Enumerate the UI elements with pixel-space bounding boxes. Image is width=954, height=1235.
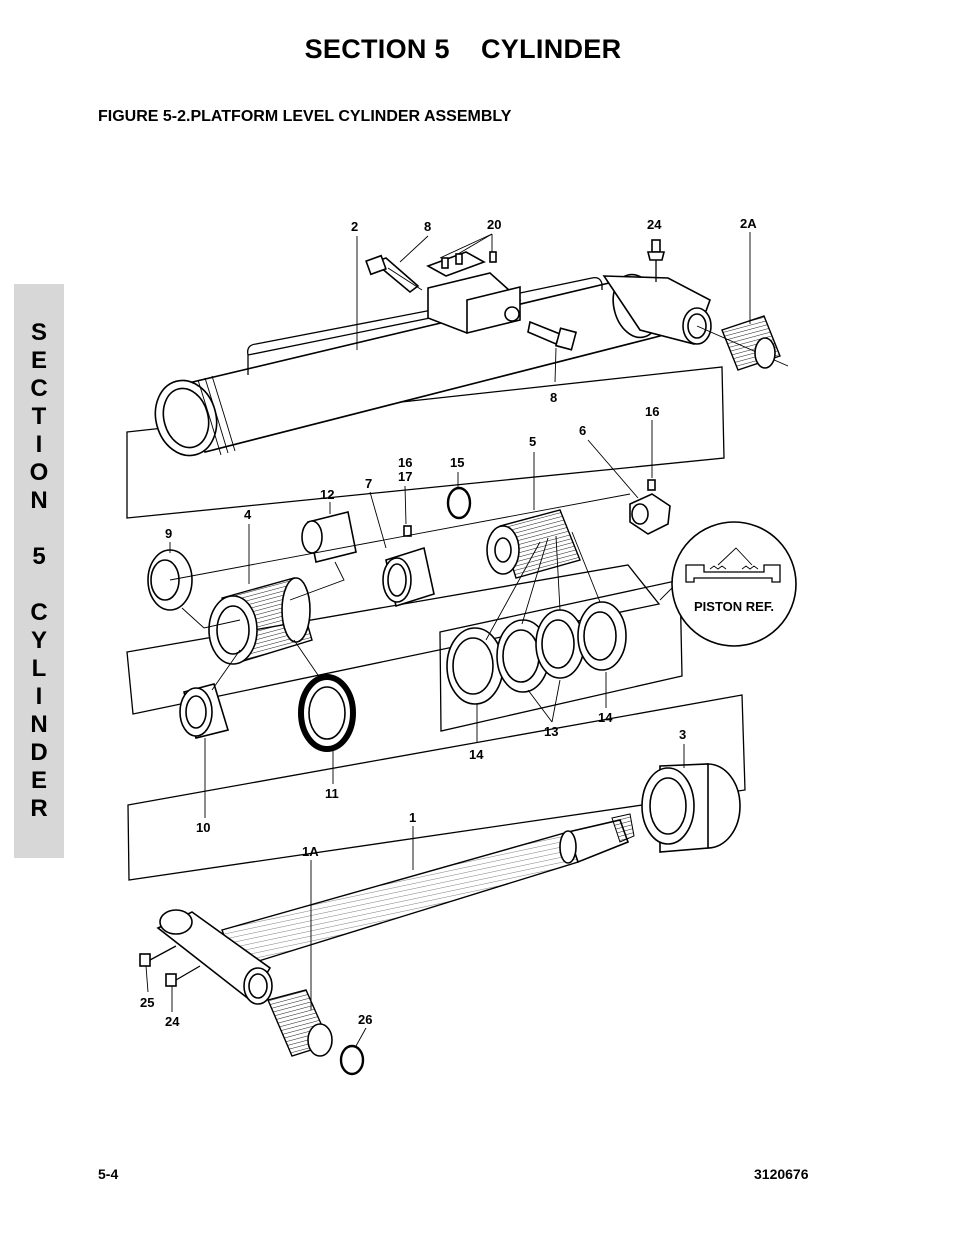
rod-end-eye xyxy=(156,909,273,1005)
callout-1a: 1A xyxy=(302,844,319,859)
callout-4: 4 xyxy=(244,507,252,522)
callout-24-bottom: 24 xyxy=(165,1014,180,1029)
figure-title: FIGURE 5-2.PLATFORM LEVEL CYLINDER ASSEM… xyxy=(98,108,512,125)
spacer-7 xyxy=(382,525,435,608)
document-number: 3120676 xyxy=(754,1166,809,1182)
piston-seal-rings xyxy=(446,601,627,705)
callout-13: 13 xyxy=(544,724,558,739)
side-tab-letter: N xyxy=(30,711,48,738)
side-tab-letter: 5 xyxy=(32,543,46,570)
callout-15: 15 xyxy=(450,455,464,470)
callout-10: 10 xyxy=(196,820,210,835)
o-ring-15 xyxy=(446,486,472,520)
side-tab-letter: D xyxy=(30,739,48,766)
side-tab-letter: E xyxy=(30,767,47,794)
piston xyxy=(208,577,313,665)
section-side-tab: S E C T I O N 5 C Y L I N D E R xyxy=(14,284,64,858)
side-tab-letter: C xyxy=(30,599,48,626)
bushing-1a xyxy=(267,989,333,1057)
barrel-end-eye xyxy=(602,275,789,367)
side-tab-letter: T xyxy=(31,403,47,430)
callout-9: 9 xyxy=(165,526,172,541)
callout-7: 7 xyxy=(365,476,372,491)
side-tab-letter: O xyxy=(29,459,49,486)
callout-2: 2 xyxy=(351,219,358,234)
piston-group-frame-left xyxy=(126,564,661,715)
callout-16-left: 16 xyxy=(398,455,412,470)
cylinder-barrel xyxy=(154,272,662,457)
callout-25: 25 xyxy=(140,995,154,1010)
rod-guide-3 xyxy=(641,763,741,853)
mounting-bracket xyxy=(426,251,497,277)
o-ring-26 xyxy=(339,1044,365,1076)
side-tab-letter: I xyxy=(35,431,43,458)
callout-20: 20 xyxy=(487,217,501,232)
side-tab-letter: L xyxy=(31,655,47,682)
piston-seal-group-frame xyxy=(439,579,683,732)
callout-14-left: 14 xyxy=(469,747,484,762)
callout-labels: 2 8 20 24 2A 8 16 6 5 15 16 17 7 12 4 9 … xyxy=(140,216,757,1029)
callout-16-right: 16 xyxy=(645,404,659,419)
piston-reference-detail: PISTON REF. xyxy=(659,521,797,647)
piston-5 xyxy=(486,509,581,579)
callout-12: 12 xyxy=(320,487,334,502)
side-tab-letter: S xyxy=(30,319,47,346)
side-tab-letter: N xyxy=(30,487,48,514)
piston-rod xyxy=(221,813,635,969)
callout-8-top: 8 xyxy=(424,219,431,234)
side-tab-letter: I xyxy=(35,683,43,710)
fittings-25-24 xyxy=(139,945,201,987)
rod-group-frame xyxy=(127,694,746,881)
side-tab-letter: Y xyxy=(30,627,47,654)
grease-fitting-top xyxy=(646,239,666,282)
callout-17: 17 xyxy=(398,469,412,484)
lock-nut-6 xyxy=(629,479,671,535)
bushing-2a xyxy=(721,315,781,371)
callout-6: 6 xyxy=(579,423,586,438)
callout-11: 11 xyxy=(325,786,339,801)
callout-1: 1 xyxy=(409,810,416,825)
callout-3: 3 xyxy=(679,727,686,742)
bleeder-valve-side xyxy=(527,320,578,351)
side-tab-letter: C xyxy=(30,375,48,402)
leader-lines xyxy=(145,232,751,1047)
page-number: 5-4 xyxy=(98,1166,119,1182)
piston-ref-label: PISTON REF. xyxy=(694,599,774,614)
bleeder-valve-top xyxy=(365,254,423,294)
barrel-group-frame xyxy=(126,366,725,519)
side-tab-letter: E xyxy=(30,347,47,374)
callout-8-bottom: 8 xyxy=(550,390,557,405)
callout-26: 26 xyxy=(358,1012,372,1027)
callout-5: 5 xyxy=(529,434,536,449)
bearing-10 xyxy=(179,683,230,739)
section-title: SECTION 5 CYLINDER xyxy=(304,34,622,64)
callout-14-right: 14 xyxy=(598,710,613,725)
callout-24-top: 24 xyxy=(647,217,662,232)
wear-ring-12 xyxy=(301,511,357,563)
callout-2a: 2A xyxy=(740,216,757,231)
side-tab-letter: R xyxy=(30,795,48,822)
seal-11 xyxy=(298,674,356,752)
